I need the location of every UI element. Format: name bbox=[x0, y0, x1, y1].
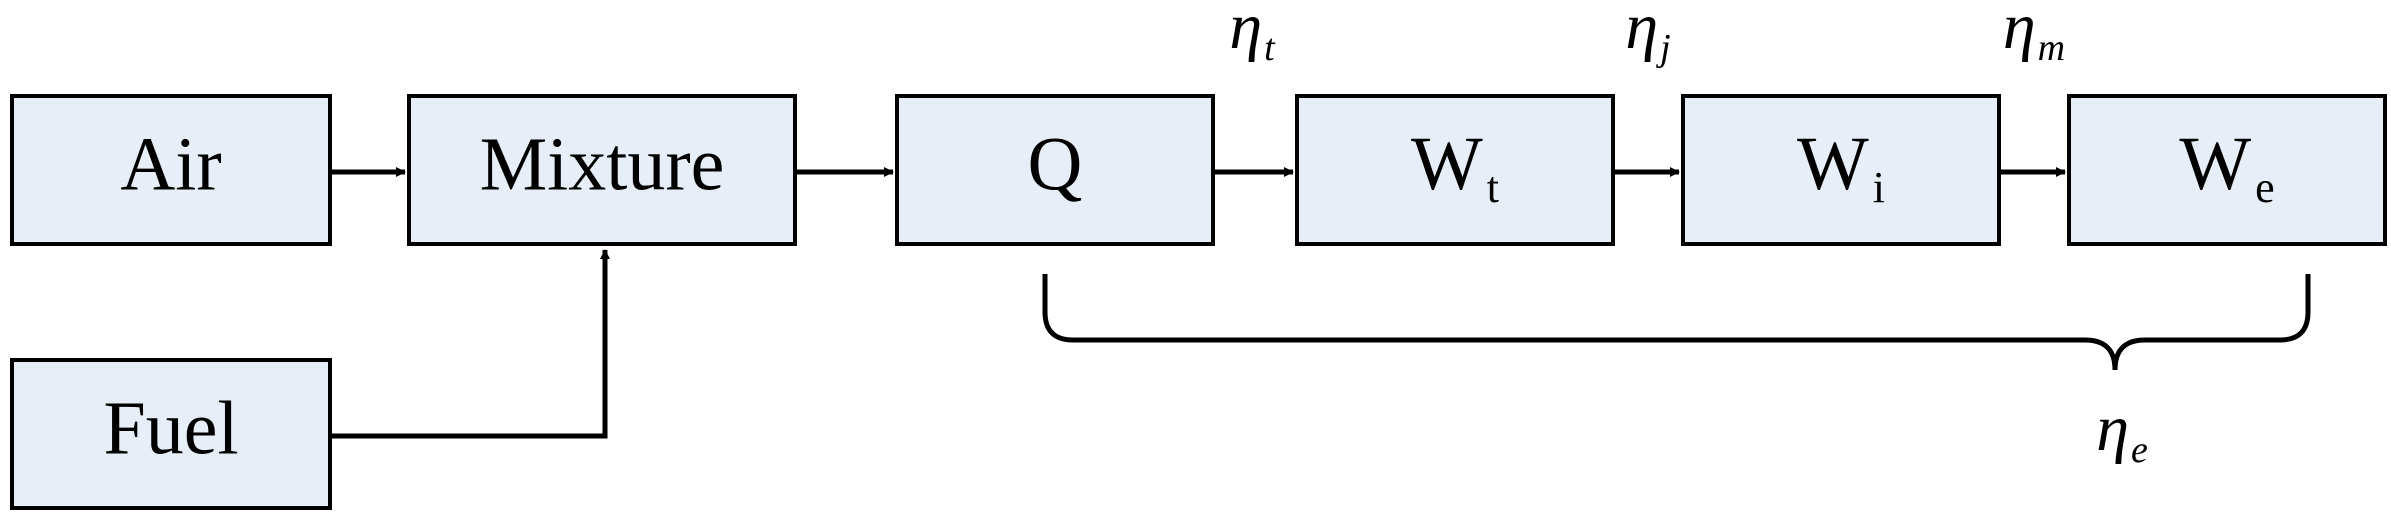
eta-e-sub: e bbox=[2131, 429, 2148, 471]
air-box bbox=[10, 94, 332, 246]
we-sub: e bbox=[2255, 163, 2275, 212]
eta-j-label: ηj bbox=[1625, 0, 1670, 69]
wi-label: W bbox=[1797, 122, 1869, 206]
wt-box bbox=[1295, 94, 1615, 246]
eta-m-symbol: η bbox=[2003, 0, 2036, 63]
we-label-group: We bbox=[2179, 122, 2274, 212]
eta-e-symbol: η bbox=[2096, 392, 2129, 465]
wi-label-group: Wi bbox=[1797, 122, 1885, 212]
node-air: Air bbox=[10, 94, 332, 246]
node-fuel: Fuel bbox=[10, 358, 332, 510]
eta-t-sub: t bbox=[1264, 27, 1276, 69]
mixture-box bbox=[407, 94, 797, 246]
wi-box bbox=[1681, 94, 2001, 246]
arrow-fuel-to-mixture bbox=[330, 249, 610, 439]
q-label: Q bbox=[1028, 122, 1083, 206]
wt-label: W bbox=[1411, 122, 1483, 206]
mixture-label: Mixture bbox=[480, 122, 725, 206]
node-mixture: Mixture bbox=[407, 94, 797, 246]
eta-m-label: ηm bbox=[2003, 0, 2065, 69]
fuel-label: Fuel bbox=[103, 386, 238, 470]
eta-t-symbol: η bbox=[1229, 0, 1262, 63]
wt-sub: t bbox=[1487, 163, 1499, 212]
we-box bbox=[2067, 94, 2387, 246]
eta-j-symbol: η bbox=[1625, 0, 1658, 63]
wi-sub: i bbox=[1873, 163, 1885, 212]
node-we: We bbox=[2067, 94, 2387, 246]
node-wi: Wi bbox=[1681, 94, 2001, 246]
we-label: W bbox=[2179, 122, 2251, 206]
eta-m-sub: m bbox=[2038, 27, 2065, 69]
node-wt: Wt bbox=[1295, 94, 1615, 246]
air-label: Air bbox=[120, 122, 221, 206]
eta-e-label: ηe bbox=[2096, 392, 2148, 471]
fuel-box bbox=[10, 358, 332, 510]
eta-t-label: ηt bbox=[1229, 0, 1276, 69]
efficiency-brace bbox=[1042, 274, 2311, 371]
node-q: Q bbox=[895, 94, 1215, 246]
wt-label-group: Wt bbox=[1411, 122, 1499, 212]
